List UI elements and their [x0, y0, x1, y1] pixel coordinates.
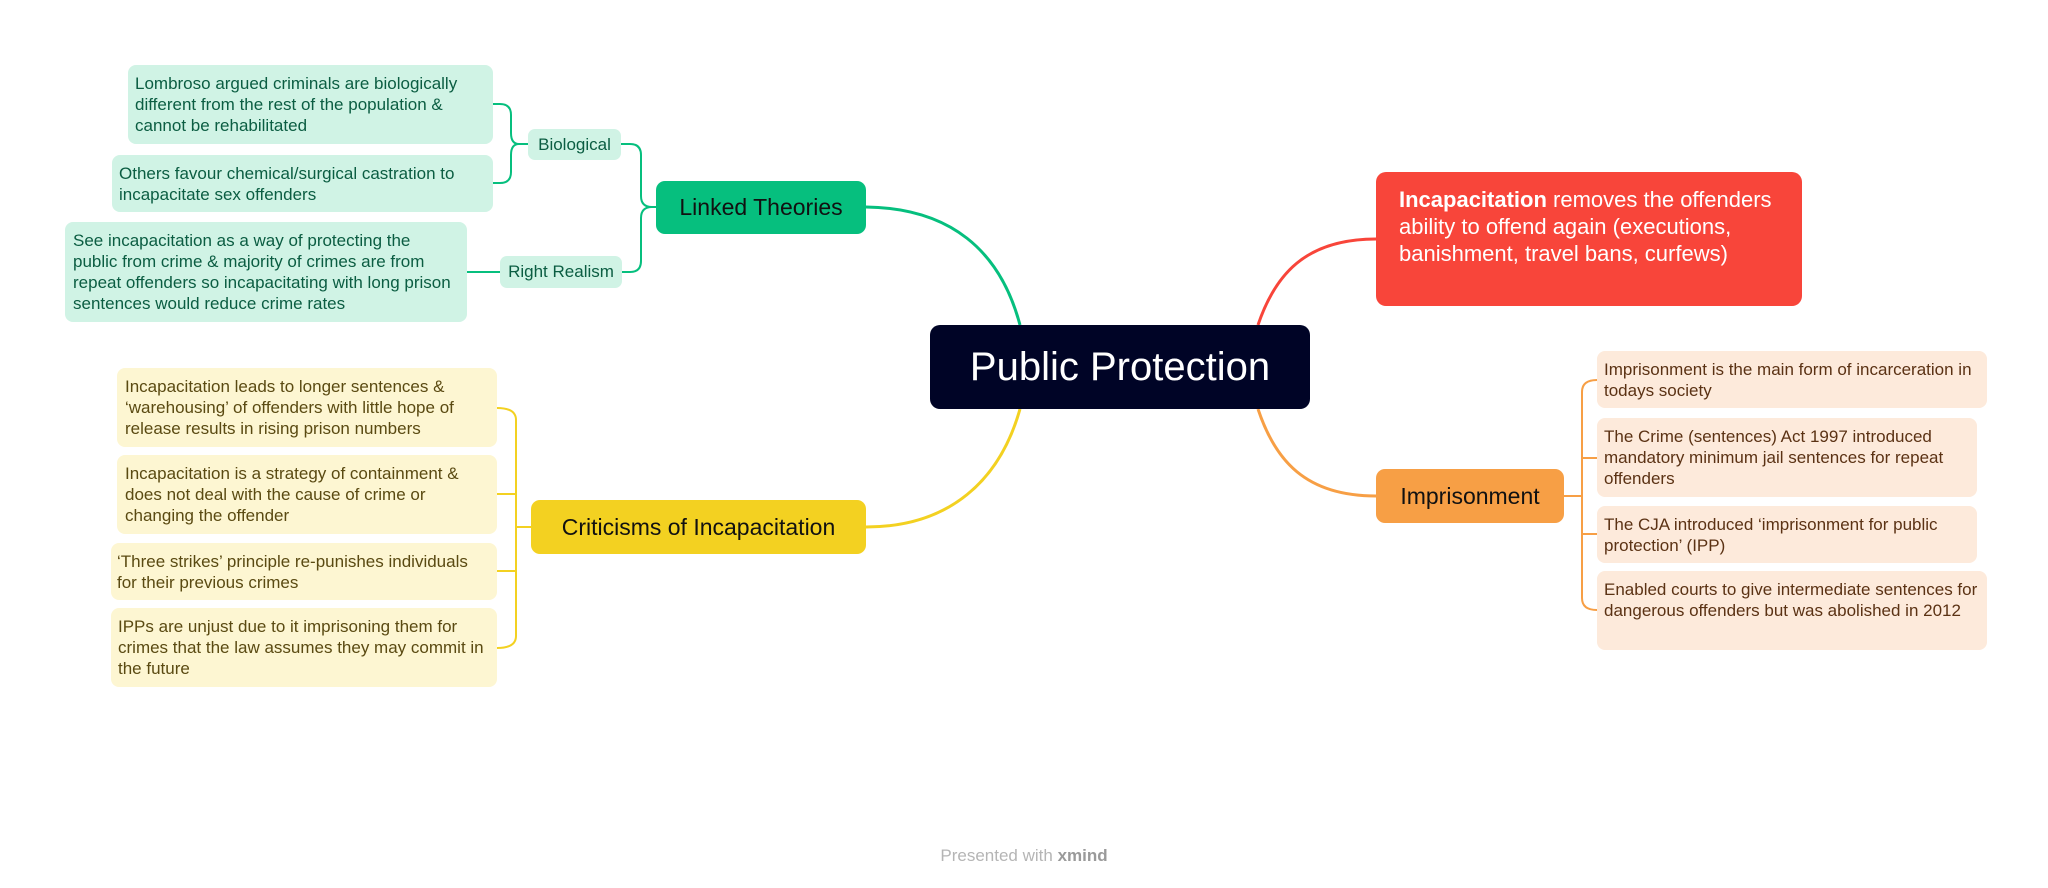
connector-biological-lombroso	[493, 103, 528, 145]
note-castration[interactable]: Others favour chemical/surgical castrati…	[112, 155, 493, 212]
topic-imprisonment[interactable]: Imprisonment	[1376, 469, 1564, 523]
note-lombroso[interactable]: Lombroso argued criminals are biological…	[128, 65, 493, 144]
topic-criticisms[interactable]: Criticisms of Incapacitation	[531, 500, 866, 554]
connector-linked-theories-right-realism	[622, 206, 653, 273]
note-right-realism[interactable]: See incapacitation as a way of protectin…	[65, 222, 467, 322]
presented-with-footer: Presented with xmind	[0, 846, 2048, 866]
central-topic[interactable]: Public Protection	[930, 325, 1310, 409]
connector-central-linked-theories	[865, 205, 1022, 326]
note-imprisonment-main-form[interactable]: Imprisonment is the main form of incarce…	[1597, 351, 1987, 408]
incapacitation-definition: removes the offenders ability to offend …	[1399, 187, 1772, 266]
incapacitation-term: Incapacitation	[1399, 187, 1547, 212]
footer-prefix: Presented with	[940, 846, 1058, 865]
note-imprisonment-courts[interactable]: Enabled courts to give intermediate sent…	[1597, 571, 1987, 650]
subtopic-biological[interactable]: Biological	[528, 129, 621, 160]
connector-imprisonment-bracket	[1581, 379, 1598, 611]
note-criticism-three-strikes[interactable]: ‘Three strikes’ principle re-punishes in…	[111, 543, 497, 600]
note-criticism-ipp[interactable]: IPPs are unjust due to it imprisoning th…	[111, 608, 497, 687]
connector-criticisms-bracket	[496, 407, 517, 649]
note-criticism-containment[interactable]: Incapacitation is a strategy of containm…	[117, 455, 497, 534]
connector-central-imprisonment	[1256, 408, 1377, 498]
note-imprisonment-crime-act[interactable]: The Crime (sentences) Act 1997 introduce…	[1597, 418, 1977, 497]
subtopic-right-realism[interactable]: Right Realism	[500, 256, 622, 288]
topic-incapacitation[interactable]: Incapacitation removes the offenders abi…	[1376, 172, 1802, 306]
note-criticism-warehousing[interactable]: Incapacitation leads to longer sentences…	[117, 368, 497, 447]
connector-central-incapacitation	[1256, 237, 1377, 326]
connector-linked-theories-biological	[621, 143, 656, 208]
note-imprisonment-cja[interactable]: The CJA introduced ‘imprisonment for pub…	[1597, 506, 1977, 563]
xmind-brand[interactable]: xmind	[1057, 846, 1108, 865]
topic-linked-theories[interactable]: Linked Theories	[656, 181, 866, 234]
connector-central-criticisms	[865, 408, 1022, 529]
connector-biological-castration	[493, 143, 520, 184]
